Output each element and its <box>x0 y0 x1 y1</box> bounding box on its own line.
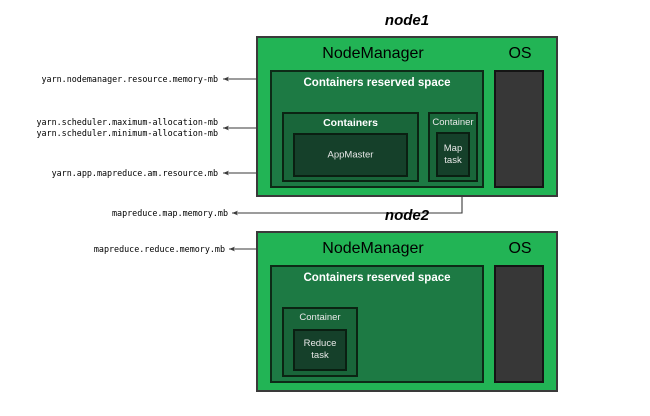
node2-reduce-task-box: Reduce task <box>293 329 347 371</box>
node1-os-header: OS <box>508 45 532 62</box>
node1-appmaster-box: AppMaster <box>293 133 408 177</box>
label-map-memory-mb: mapreduce.map.memory.mb <box>112 208 228 218</box>
label-am-resource-mb: yarn.app.mapreduce.am.resource.mb <box>51 168 218 178</box>
node1-box: NodeManager OS Containers reserved space… <box>256 36 558 197</box>
node1-nodemanager-header: NodeManager <box>322 45 424 62</box>
node2-reduce-task-caption: Reduce task <box>303 338 337 361</box>
label-scheduler-maximum-allocation: yarn.scheduler.maximum-allocation-mb <box>36 117 218 127</box>
node2-os-header: OS <box>508 240 532 257</box>
node2-box: NodeManager OS Containers reserved space… <box>256 231 558 392</box>
node2-reserved-space-caption: Containers reserved space <box>303 272 451 284</box>
label-scheduler-minimum-allocation: yarn.scheduler.minimum-allocation-mb <box>36 128 218 138</box>
node1-containers-box: Containers AppMaster <box>282 112 419 182</box>
node2-nodemanager-header: NodeManager <box>322 240 424 257</box>
node1-containers-reserved-space: Containers reserved space Containers App… <box>270 70 484 188</box>
node1-os-box <box>494 70 544 188</box>
node2-container-box: Container Reduce task <box>282 307 358 377</box>
node2-title: node2 <box>384 207 430 224</box>
node1-appmaster-caption: AppMaster <box>327 149 374 161</box>
label-nodemanager-resource-memory: yarn.nodemanager.resource.memory-mb <box>41 74 218 84</box>
node1-reserved-space-caption: Containers reserved space <box>303 77 451 89</box>
node1-containers-caption: Containers <box>323 117 378 129</box>
node2-container-caption: Container <box>299 312 341 323</box>
node1-container-box: Container Map task <box>428 112 478 182</box>
node2-containers-reserved-space: Containers reserved space Container Redu… <box>270 265 484 383</box>
node1-map-task-box: Map task <box>436 132 470 177</box>
node1-title: node1 <box>384 12 430 29</box>
node1-container-caption: Container <box>432 117 474 128</box>
node1-map-task-caption: Map task <box>443 142 463 166</box>
node2-os-box <box>494 265 544 383</box>
label-reduce-memory-mb: mapreduce.reduce.memory.mb <box>93 244 225 254</box>
